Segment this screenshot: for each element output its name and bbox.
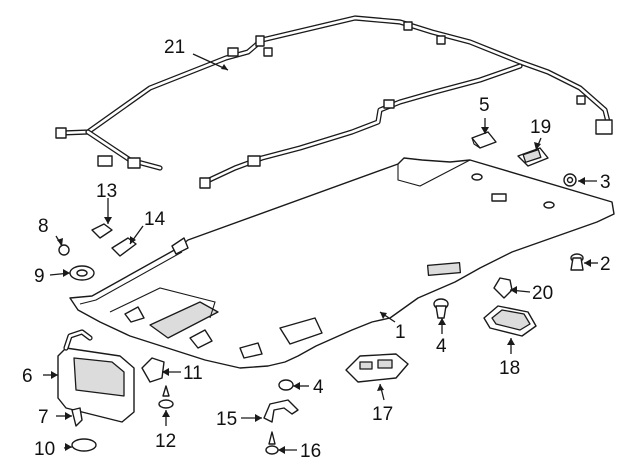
callout-17: 17	[372, 404, 393, 425]
part-11-clip	[141, 357, 165, 383]
callout-labels: 21 5 19 3 13 14 8 2 9 20 1 4 18 6 11 4 1…	[22, 37, 611, 462]
callout-9: 9	[34, 266, 45, 287]
callout-3: 3	[600, 172, 611, 193]
callout-10: 10	[34, 439, 55, 460]
part-13-clip	[91, 223, 113, 239]
callout-13: 13	[96, 181, 117, 202]
part-9-grommet	[69, 265, 95, 281]
callout-5: 5	[479, 95, 490, 116]
callout-1: 1	[395, 322, 406, 343]
callout-19: 19	[530, 117, 551, 138]
callout-2: 2	[600, 254, 611, 275]
part-5-bracket	[471, 131, 497, 149]
part-20-clip	[493, 277, 513, 299]
callout-7: 7	[38, 407, 49, 428]
part-6-sun-visor	[57, 329, 135, 423]
callout-11: 11	[183, 363, 203, 384]
part-18-dome-lamp	[483, 305, 537, 337]
callout-15: 15	[216, 409, 237, 430]
callout-20: 20	[532, 283, 553, 304]
callout-4-upper: 4	[436, 336, 447, 357]
headliner-panel	[69, 157, 615, 369]
part-17-console-trim	[345, 353, 409, 383]
part-4-clip-lower	[278, 379, 294, 391]
callout-14: 14	[144, 209, 166, 230]
callout-16: 16	[300, 441, 321, 462]
wiring-harness	[55, 15, 613, 189]
part-16-screw	[265, 431, 279, 455]
callout-8: 8	[38, 216, 49, 237]
callout-6: 6	[22, 366, 33, 387]
callout-21: 21	[164, 37, 185, 58]
part-2-push-pin	[570, 253, 584, 271]
part-15-assist-handle	[263, 399, 299, 423]
part-7-screw	[71, 407, 83, 427]
callout-12: 12	[155, 431, 176, 452]
callout-18: 18	[499, 358, 520, 379]
part-8-clip	[58, 244, 70, 256]
part-10-washer	[71, 438, 97, 452]
part-12-screw	[158, 385, 174, 409]
part-4-clip-upper	[433, 298, 449, 319]
part-3-retainer	[563, 173, 577, 187]
part-19-bracket	[517, 147, 549, 167]
leader-arrowheads	[51, 64, 591, 454]
callout-4-lower: 4	[313, 377, 324, 398]
